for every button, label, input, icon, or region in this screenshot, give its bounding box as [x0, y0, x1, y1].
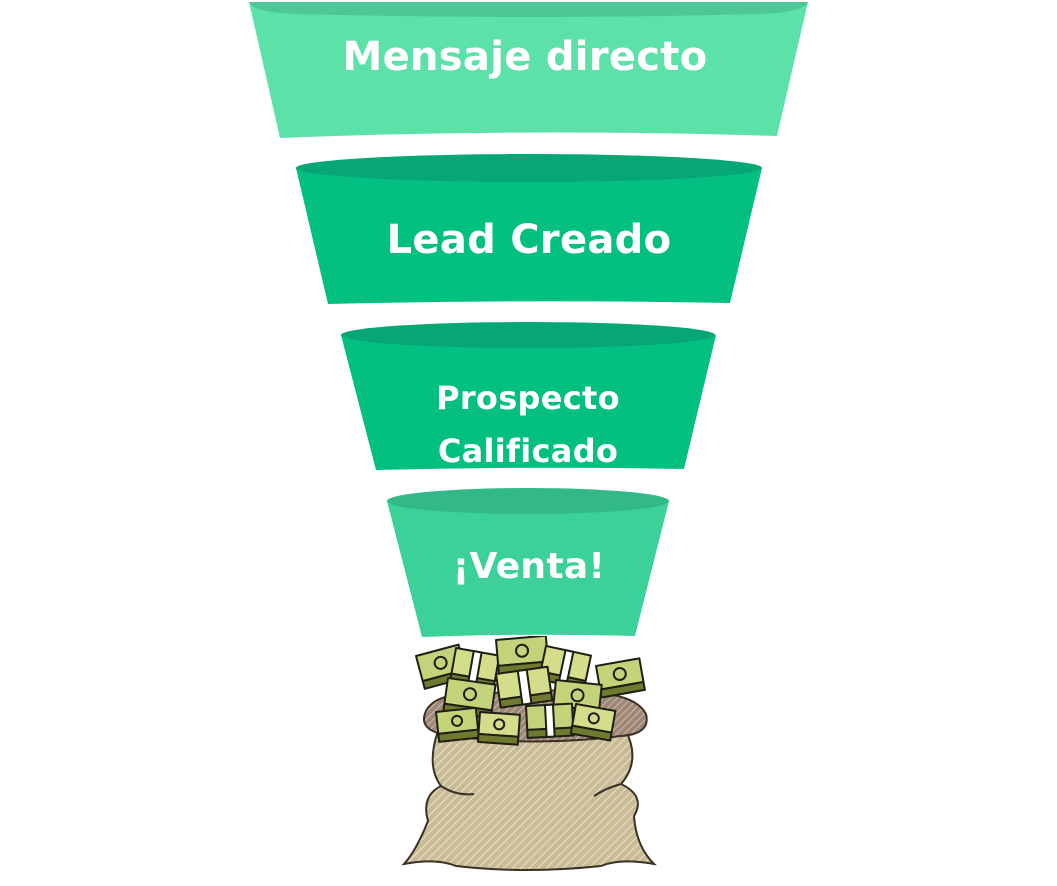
stage-label-venta: ¡Venta! — [452, 546, 606, 587]
funnel-stage-body — [387, 490, 669, 637]
funnel-stage-rim — [249, 2, 808, 17]
stage-label-mensaje-directo: Mensaje directo — [342, 34, 708, 80]
funnel-stage-rim — [341, 322, 715, 348]
stage-label-line: Calificado — [437, 432, 619, 470]
stage-label-lead-creado: Lead Creado — [386, 217, 672, 263]
funnel-stage-lead-creado — [296, 154, 762, 304]
funnel-stage-body — [341, 323, 716, 470]
stage-label-prospecto-calificado: Prospecto Calificado — [436, 372, 620, 478]
funnel-stage-body — [296, 156, 762, 304]
sack-tie — [593, 783, 622, 797]
funnel-stage-mensaje-directo — [249, 2, 808, 138]
sack-body — [401, 730, 657, 871]
funnel-stage-body — [249, 2, 808, 138]
money-bag-icon — [401, 636, 657, 871]
cash-stacks — [415, 636, 646, 746]
sack-tie — [440, 785, 475, 796]
stage-label-line: Prospecto — [436, 379, 620, 417]
funnel-stage-rim — [296, 154, 762, 182]
funnel-stage-prospecto-calificado — [341, 322, 716, 470]
funnel-stage-rim — [387, 488, 669, 514]
funnel-stage-venta — [387, 488, 669, 637]
